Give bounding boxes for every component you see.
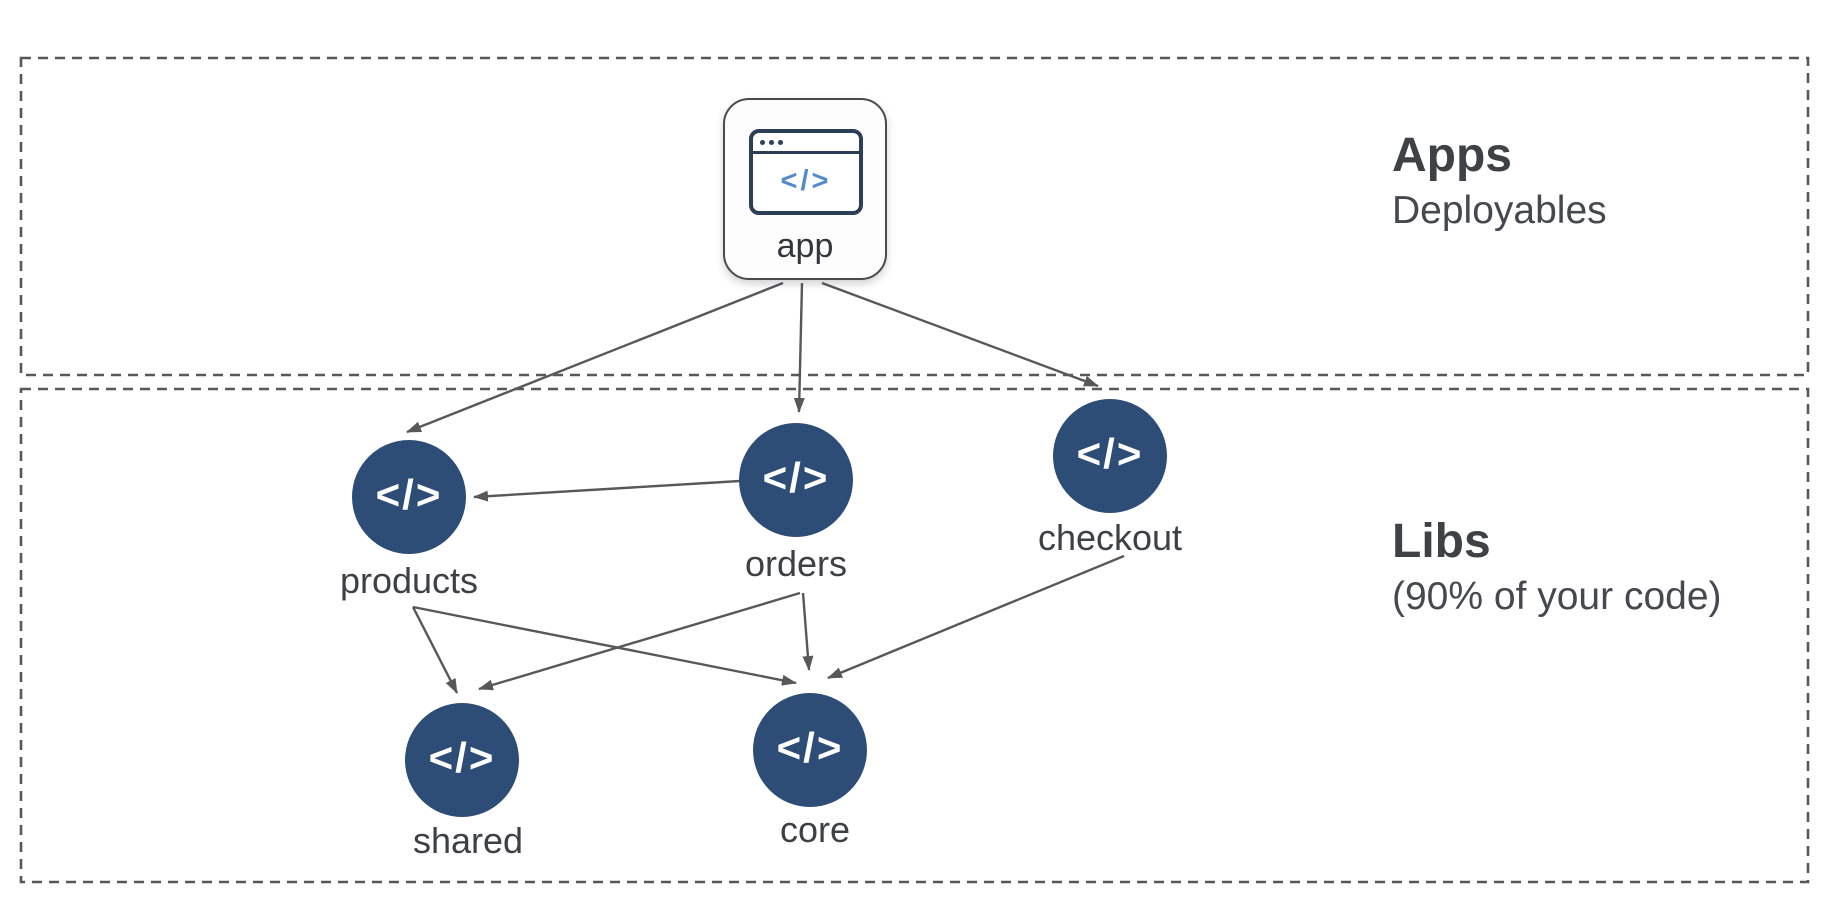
libs-section-subtitle: (90% of your code) [1392,575,1722,619]
edge-app-checkout [821,281,1099,388]
code-icon: </> [1076,430,1144,477]
node-app-label: app [776,227,834,265]
node-app: </> app [723,98,887,280]
apps-section-border [19,56,1810,377]
node-core: </> [753,693,867,807]
apps-section-subtitle: Deployables [1392,189,1607,233]
libs-section-title: Libs [1392,515,1491,568]
code-icon: </> [375,471,443,518]
apps-section-caption: Apps Deployables [1392,128,1607,234]
node-products-label: products [339,560,479,601]
edge-products-shared [411,606,459,694]
node-core-label: core [779,809,851,850]
edge-orders-core [801,592,814,671]
window-dot-icon [778,139,783,145]
window-dot-icon [760,139,765,145]
libs-section-border [19,387,1810,884]
node-shared-label: shared [412,820,524,861]
code-icon: </> [428,734,496,781]
node-products: </> [352,440,466,554]
dependency-edges [406,281,1125,694]
code-icon: </> [776,724,844,771]
node-shared: </> [405,703,519,817]
code-icon: </> [780,164,832,197]
node-checkout-label: checkout [1037,517,1183,558]
code-icon: </> [762,454,830,501]
browser-code-icon: </> [749,129,863,215]
browser-window-bar [753,133,859,154]
edge-app-products [406,281,784,434]
node-orders: </> [739,423,853,537]
edge-orders-products [473,479,741,502]
edge-products-core [412,605,797,686]
edge-orders-shared [478,591,801,691]
node-checkout: </> [1053,399,1167,513]
node-orders-label: orders [744,543,848,584]
window-dot-icon [769,139,774,145]
libs-section-caption: Libs (90% of your code) [1392,514,1722,620]
edge-app-orders [793,282,805,413]
edge-checkout-core [827,554,1125,680]
apps-section-title: Apps [1392,129,1512,182]
